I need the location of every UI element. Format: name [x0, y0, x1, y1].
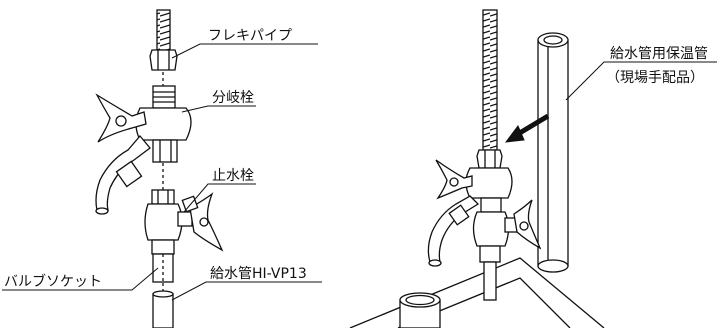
leader-line-right — [565, 61, 717, 101]
insertion-arrow — [504, 113, 550, 143]
assembled-flexible-pipe — [482, 9, 498, 151]
assembled-nut — [476, 149, 503, 169]
floor-pipe-stub — [399, 292, 441, 328]
label-insulation-pipe: 給水管用保温管 — [610, 46, 708, 62]
flexible-pipe-hose — [156, 9, 171, 51]
exploded-assembly — [95, 9, 224, 328]
label-insulation-note: （現場手配品） — [606, 70, 704, 86]
supply-pipe — [152, 290, 174, 328]
label-supply-pipe: 給水管HI-VP13 — [210, 266, 307, 282]
label-branch-valve: 分岐栓 — [212, 90, 254, 106]
assembled-stop-valve — [472, 199, 542, 301]
flexible-pipe-nut — [149, 49, 178, 71]
assembled-branch-valve — [427, 159, 513, 267]
valve-socket — [152, 253, 174, 283]
leader-lines-left — [2, 43, 322, 301]
branch-valve-body — [95, 85, 192, 215]
label-stop-valve: 止水栓 — [212, 168, 254, 184]
insulation-pipe — [537, 32, 569, 273]
stop-valve-body — [144, 189, 224, 255]
assembled-assembly — [349, 9, 605, 328]
label-flexible-pipe: フレキパイプ — [208, 28, 292, 44]
label-valve-socket: バルブソケット — [4, 273, 102, 290]
